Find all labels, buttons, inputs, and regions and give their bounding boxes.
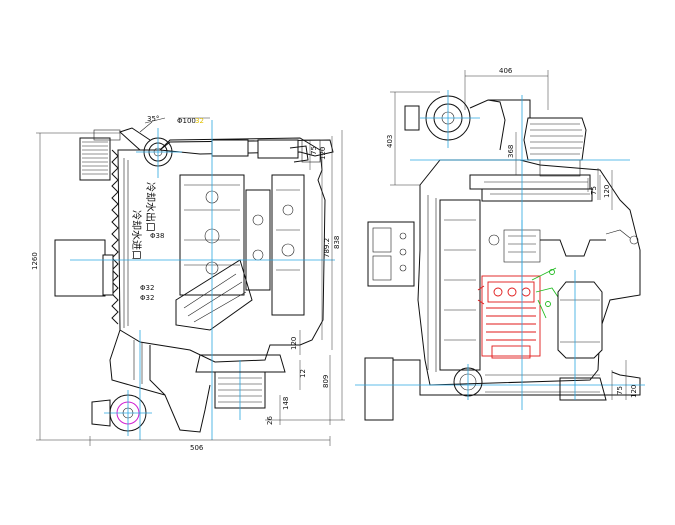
dim-148-label: 148 bbox=[282, 397, 290, 410]
dim-120-right-label: 120 bbox=[603, 185, 611, 198]
coolant-outlet-label: 冷却水出口 bbox=[144, 182, 157, 232]
dim-368-label: 368 bbox=[507, 145, 515, 158]
right-view bbox=[355, 70, 645, 421]
flywheel-dia-label: Φ100 bbox=[177, 117, 196, 125]
dim-12-label: 12 bbox=[299, 369, 307, 378]
dim-75-top-label: 75 bbox=[310, 146, 318, 155]
coolant-inlet-label: 冷却水进口 bbox=[130, 210, 143, 260]
left-view bbox=[36, 117, 345, 446]
dim-809-label: 809 bbox=[322, 375, 330, 388]
right-view-labels: 406 403 368 75 120 75 120 bbox=[386, 67, 638, 398]
flywheel-dia-suffix: 32 bbox=[195, 117, 204, 125]
dim-789-label: 789.2 bbox=[323, 238, 331, 258]
width-506-label: 506 bbox=[190, 444, 204, 452]
height-403-label: 403 bbox=[386, 135, 394, 148]
fuel-piping bbox=[531, 267, 561, 319]
left-view-labels: 35° Φ100 32 1260 789.2 838 75 120 120 12… bbox=[31, 115, 341, 452]
dim-26-label: 26 bbox=[266, 416, 274, 425]
outer-height-label: 1260 bbox=[31, 252, 39, 270]
dim-120-top-label: 120 bbox=[319, 147, 327, 160]
dim-838-label: 838 bbox=[333, 236, 341, 249]
dim-75-right-label: 75 bbox=[590, 186, 598, 195]
dia-38-label: Φ38 bbox=[150, 232, 164, 240]
fuel-pump bbox=[477, 275, 541, 359]
dim-120-bottom-label: 120 bbox=[630, 385, 638, 398]
dia-32a-label: Φ32 bbox=[140, 284, 154, 292]
dim-75-bottom-label: 75 bbox=[616, 386, 624, 395]
width-406-label: 406 bbox=[499, 67, 513, 75]
dim-120-mid-label: 120 bbox=[290, 337, 298, 350]
angle-label: 35° bbox=[147, 115, 159, 123]
dia-32b-label: Φ32 bbox=[140, 294, 154, 302]
